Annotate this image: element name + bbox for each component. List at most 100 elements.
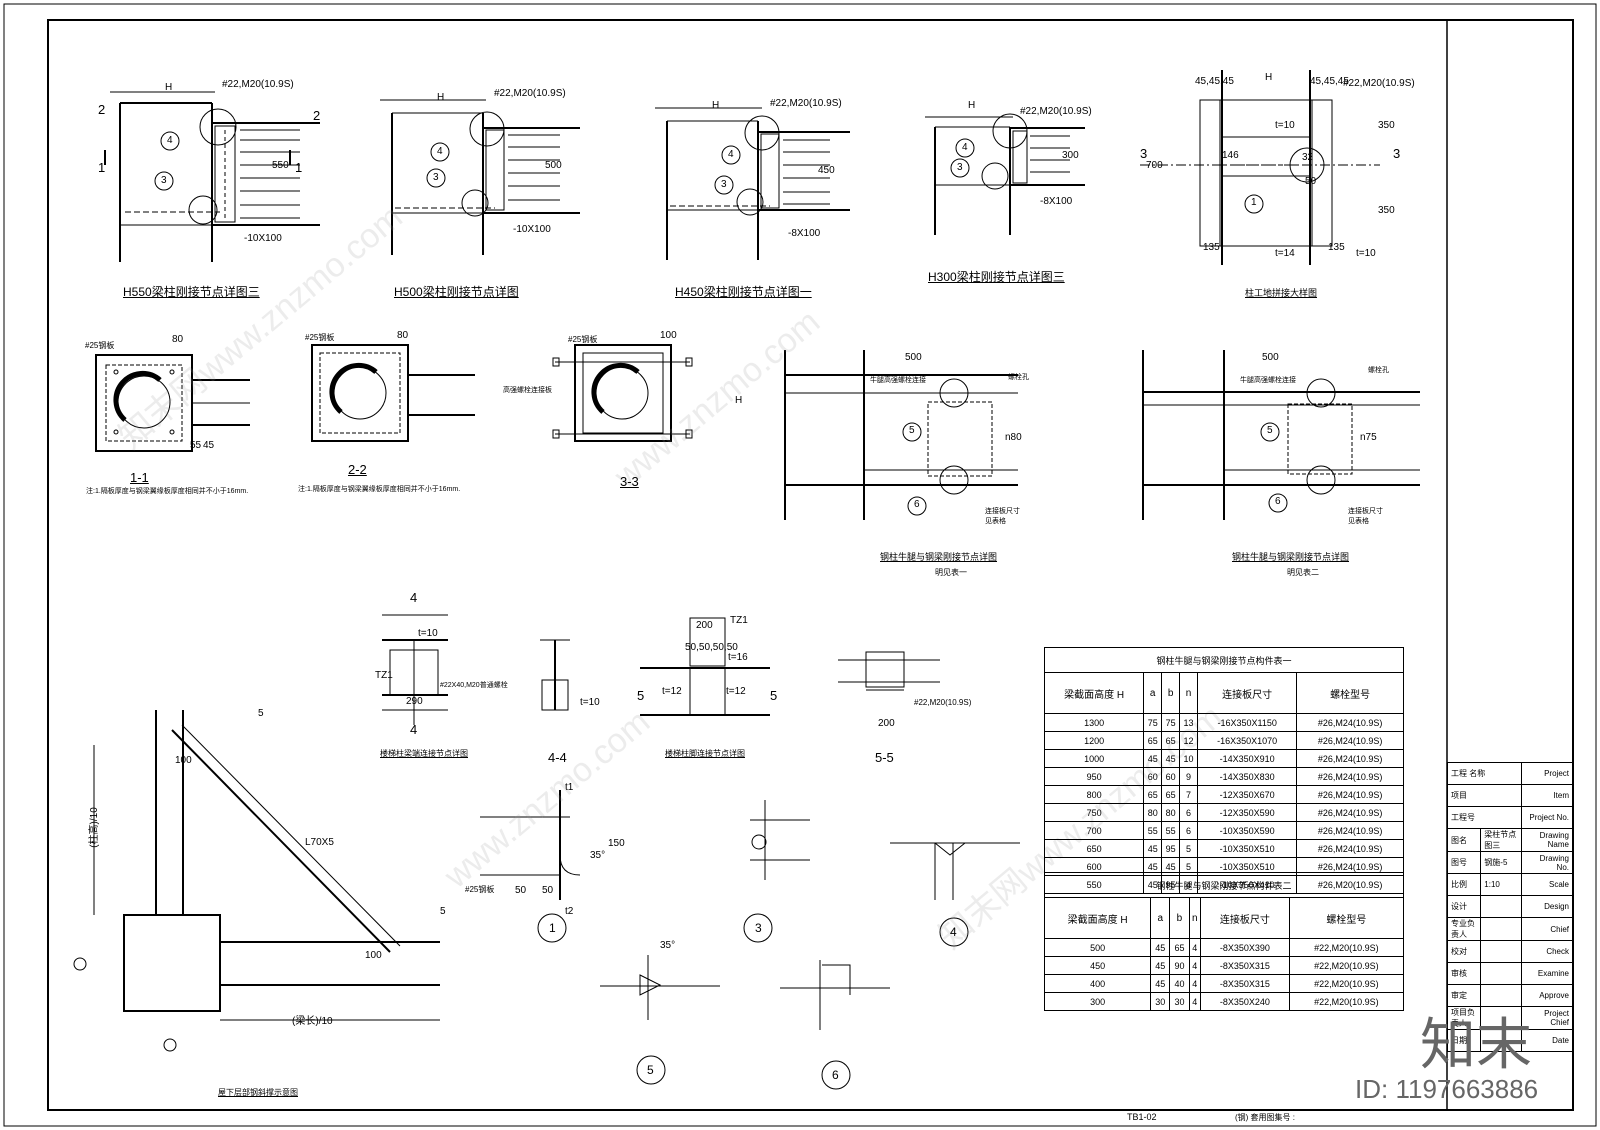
table-cell: 800: [1043, 785, 1145, 804]
brace-dim-100-bot: 100: [365, 950, 382, 961]
titleblock-cell: 专业负责人: [1446, 917, 1482, 941]
beam1-dim-500: 500: [905, 352, 922, 363]
table-cell: -14X350X830: [1196, 767, 1298, 786]
site-dim-top-right: 45,45,45: [1310, 76, 1349, 87]
beam-splice-1: [784, 350, 1018, 520]
weld6-mark: 6: [832, 1068, 839, 1082]
table-2-header: b: [1169, 897, 1190, 939]
h300-dim-300: 300: [1062, 150, 1079, 161]
table-cell: 1300: [1043, 713, 1145, 732]
stair2-t16: t=16: [728, 652, 748, 663]
table-cell: 12: [1179, 731, 1198, 750]
detail-h450: [655, 107, 850, 260]
stair1-sec-4-bot: 4: [410, 722, 418, 737]
site-section-3-right: 3: [1393, 146, 1401, 161]
weld1-hole: #25钢板: [465, 885, 495, 894]
h300-plate: -8X100: [1040, 196, 1073, 207]
table-cell: -16X350X1150: [1196, 713, 1298, 732]
table-cell: 9: [1179, 767, 1198, 786]
table-cell: 45: [1143, 749, 1163, 768]
table-cell: #26,M24(10.9S): [1296, 731, 1404, 750]
table-cell: #26,M24(10.9S): [1296, 749, 1404, 768]
table-cell: 65: [1143, 731, 1163, 750]
section-5-5-dim-200: 200: [878, 718, 895, 729]
table-2-header: a: [1150, 897, 1171, 939]
table-cell: 65: [1161, 731, 1181, 750]
section-1-1-hole: #25钢板: [85, 341, 115, 350]
beam1-mark-5: 5: [909, 425, 915, 436]
titleblock-cell: 审核: [1446, 962, 1482, 985]
beam2-tag-4: 见表格: [1348, 518, 1369, 525]
section-3-3-dim-100: 100: [660, 330, 677, 341]
table-cell: 75: [1143, 713, 1163, 732]
logo: 知末: [1420, 1013, 1532, 1076]
table-cell: 95: [1161, 839, 1181, 858]
h450-mark-3: 3: [721, 179, 727, 190]
table-cell: 4: [1188, 974, 1201, 993]
section-1-1-dim-45: 45: [203, 440, 215, 451]
table-1-header: a: [1143, 672, 1163, 714]
section-1-1-dim-80: 80: [172, 334, 184, 345]
site-mark-1: 1: [1251, 197, 1257, 208]
table-cell: #22,M20(10.9S): [1288, 992, 1405, 1011]
site-dim-350-top: 350: [1378, 120, 1395, 131]
section-3-3-title: 3-3: [620, 474, 639, 489]
table-cell: 1200: [1043, 731, 1145, 750]
beam1-dim-n80: n80: [1005, 432, 1022, 443]
weld4-mark: 4: [950, 925, 957, 939]
table-cell: 45: [1150, 974, 1171, 993]
table-cell: -12X350X590: [1196, 803, 1298, 822]
table-cell: -16X350X1070: [1196, 731, 1298, 750]
stair1-tz1: TZ1: [375, 670, 393, 681]
stair2-sec-5-left: 5: [637, 688, 645, 703]
stair2-sec-5-right: 5: [770, 688, 778, 703]
stair1-dim-290: 290: [406, 696, 423, 707]
titleblock-cell: Chief: [1521, 917, 1573, 941]
weld1-dim-150: 150: [608, 838, 625, 849]
stair2-dims-50: 50,50,50,50: [685, 642, 738, 653]
section-4-4-t10: t=10: [580, 697, 600, 708]
weld5-angle: 35°: [660, 940, 676, 951]
brace-diagram: [73, 710, 440, 1052]
table-cell: #26,M24(10.9S): [1296, 713, 1404, 732]
beam2-tag-2: 螺栓孔: [1368, 367, 1389, 374]
site-section-3-left: 3: [1140, 146, 1148, 161]
brace-col-dim: (柱高)/10: [88, 807, 100, 848]
h300-mark-4: 4: [962, 142, 968, 153]
table-cell: -8X350X390: [1199, 938, 1290, 957]
beam1-tag-4: 见表格: [985, 518, 1006, 525]
table-cell: 4: [1188, 992, 1201, 1011]
titleblock-cell: [1480, 917, 1523, 941]
beam2-tag-1: 牛腿高强螺栓连接: [1240, 377, 1296, 384]
table-cell: #22,M20(10.9S): [1288, 974, 1405, 993]
titleblock-cell: Item: [1521, 784, 1573, 807]
table-cell: 65: [1161, 785, 1181, 804]
weld3-mark: 3: [755, 921, 762, 935]
table-cell: 45: [1150, 938, 1171, 957]
site-splice-title: 柱工地拼接大样图: [1245, 288, 1318, 298]
brace-title: 屋下层部钢斜撑示意图: [218, 1088, 298, 1097]
table-cell: #26,M24(10.9S): [1296, 803, 1404, 822]
titleblock-cell: [1480, 1006, 1523, 1030]
beam1-tag-1: 牛腿高强螺栓连接: [870, 377, 926, 384]
table-cell: 55: [1143, 821, 1163, 840]
weld1-mark: 1: [549, 921, 556, 935]
table-1-header: 梁截面高度 H: [1043, 672, 1145, 714]
brace-weld-bot: 5: [440, 906, 446, 917]
table-cell: 30: [1169, 992, 1190, 1011]
stair1-t10: t=10: [418, 628, 438, 639]
site-dim-350-bot: 350: [1378, 205, 1395, 216]
titleblock-cell: 设计: [1446, 895, 1482, 918]
section-1-1-note: 注:1.隔板厚度与钢梁翼缘板厚度相同并不小于16mm.: [86, 488, 249, 495]
table-2-header: 螺栓型号: [1288, 897, 1405, 939]
h500-plate: -10X100: [513, 224, 551, 235]
